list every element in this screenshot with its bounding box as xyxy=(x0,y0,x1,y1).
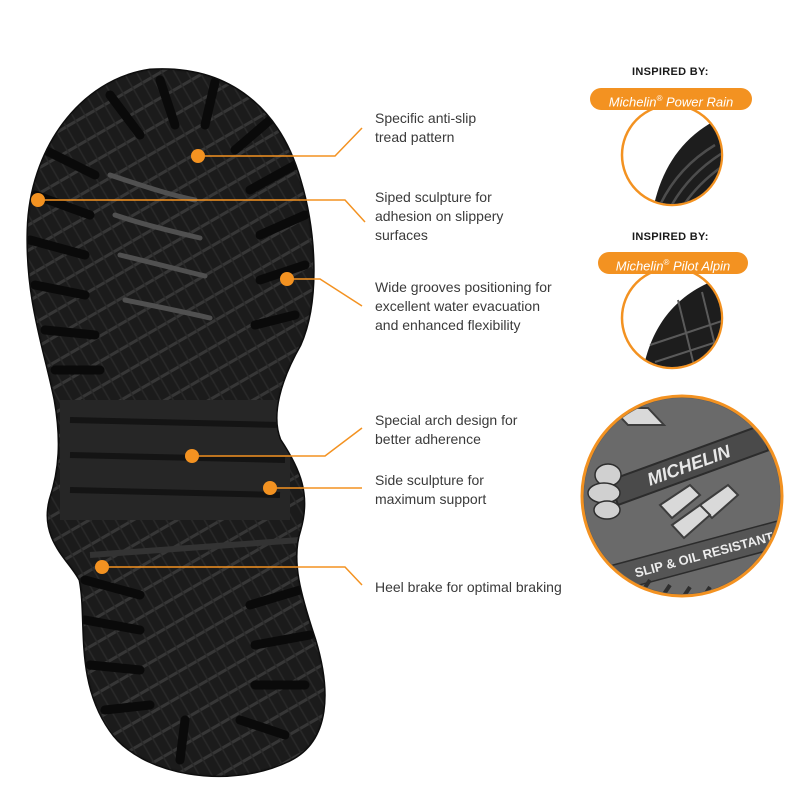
callout-wide-grooves: Wide grooves positioning for excellent w… xyxy=(375,278,605,335)
leader-anti-slip xyxy=(198,127,363,157)
marker-side-dot xyxy=(263,481,277,495)
callout-wide-grooves-line-2: excellent water evacuation xyxy=(375,298,540,314)
inspired-by-heading-1: INSPIRED BY: xyxy=(632,66,709,78)
callout-anti-slip: Specific anti-slip tread pattern xyxy=(375,109,605,147)
marker-arch-dot xyxy=(185,449,199,463)
callout-arch-line-2: better adherence xyxy=(375,431,481,447)
callout-side-line-1: Side sculpture for xyxy=(375,472,484,488)
callout-arch-line-1: Special arch design for xyxy=(375,412,518,428)
tire-model-2: Pilot Alpin xyxy=(669,258,731,274)
callout-side: Side sculpture for maximum support xyxy=(375,471,605,509)
logo-stamp-text: SLIP & OIL RESISTANT xyxy=(633,529,775,581)
callout-side-line-2: maximum support xyxy=(375,491,487,507)
tire-reg-2: ® xyxy=(663,258,670,267)
marker-heel-dot xyxy=(95,560,109,574)
inspired-by-heading-2: INSPIRED BY: xyxy=(632,231,709,243)
marker-siped-dot xyxy=(31,193,45,207)
callout-wide-grooves-line-1: Wide grooves positioning for xyxy=(375,279,552,295)
marker-wide-grooves-dot xyxy=(280,272,294,286)
sole-outline xyxy=(26,68,326,778)
callout-anti-slip-line-1: Specific anti-slip xyxy=(375,110,477,126)
callout-heel-line-1: Heel brake for optimal braking xyxy=(375,579,562,595)
inspiration-tire-pill-2: Michelin® Pilot Alpin xyxy=(598,252,748,274)
callout-siped: Siped sculpture for adhesion on slippery… xyxy=(375,188,605,245)
leader-siped xyxy=(38,199,366,223)
leader-arch xyxy=(192,427,363,457)
callout-siped-line-3: surfaces xyxy=(375,227,428,243)
callout-arch: Special arch design for better adherence xyxy=(375,411,605,449)
callout-siped-line-1: Siped sculpture for xyxy=(375,189,492,205)
callout-anti-slip-line-2: tread pattern xyxy=(375,129,455,145)
leader-wide-grooves xyxy=(287,278,363,307)
callout-wide-grooves-line-3: and enhanced flexibility xyxy=(375,317,521,333)
inspiration-tire-pill-1: Michelin® Power Rain xyxy=(590,88,752,110)
tire-brand-1: Michelin xyxy=(608,94,657,110)
callout-siped-line-2: adhesion on slippery xyxy=(375,208,504,224)
marker-anti-slip-dot xyxy=(191,149,205,163)
tire-model-1: Power Rain xyxy=(662,94,734,110)
tire-brand-2: Michelin xyxy=(615,258,664,274)
tire-reg-1: ® xyxy=(656,94,663,103)
callout-heel: Heel brake for optimal braking xyxy=(375,578,605,597)
leader-heel xyxy=(102,566,363,586)
logo-stamp-brand: MICHELIN xyxy=(645,441,735,490)
